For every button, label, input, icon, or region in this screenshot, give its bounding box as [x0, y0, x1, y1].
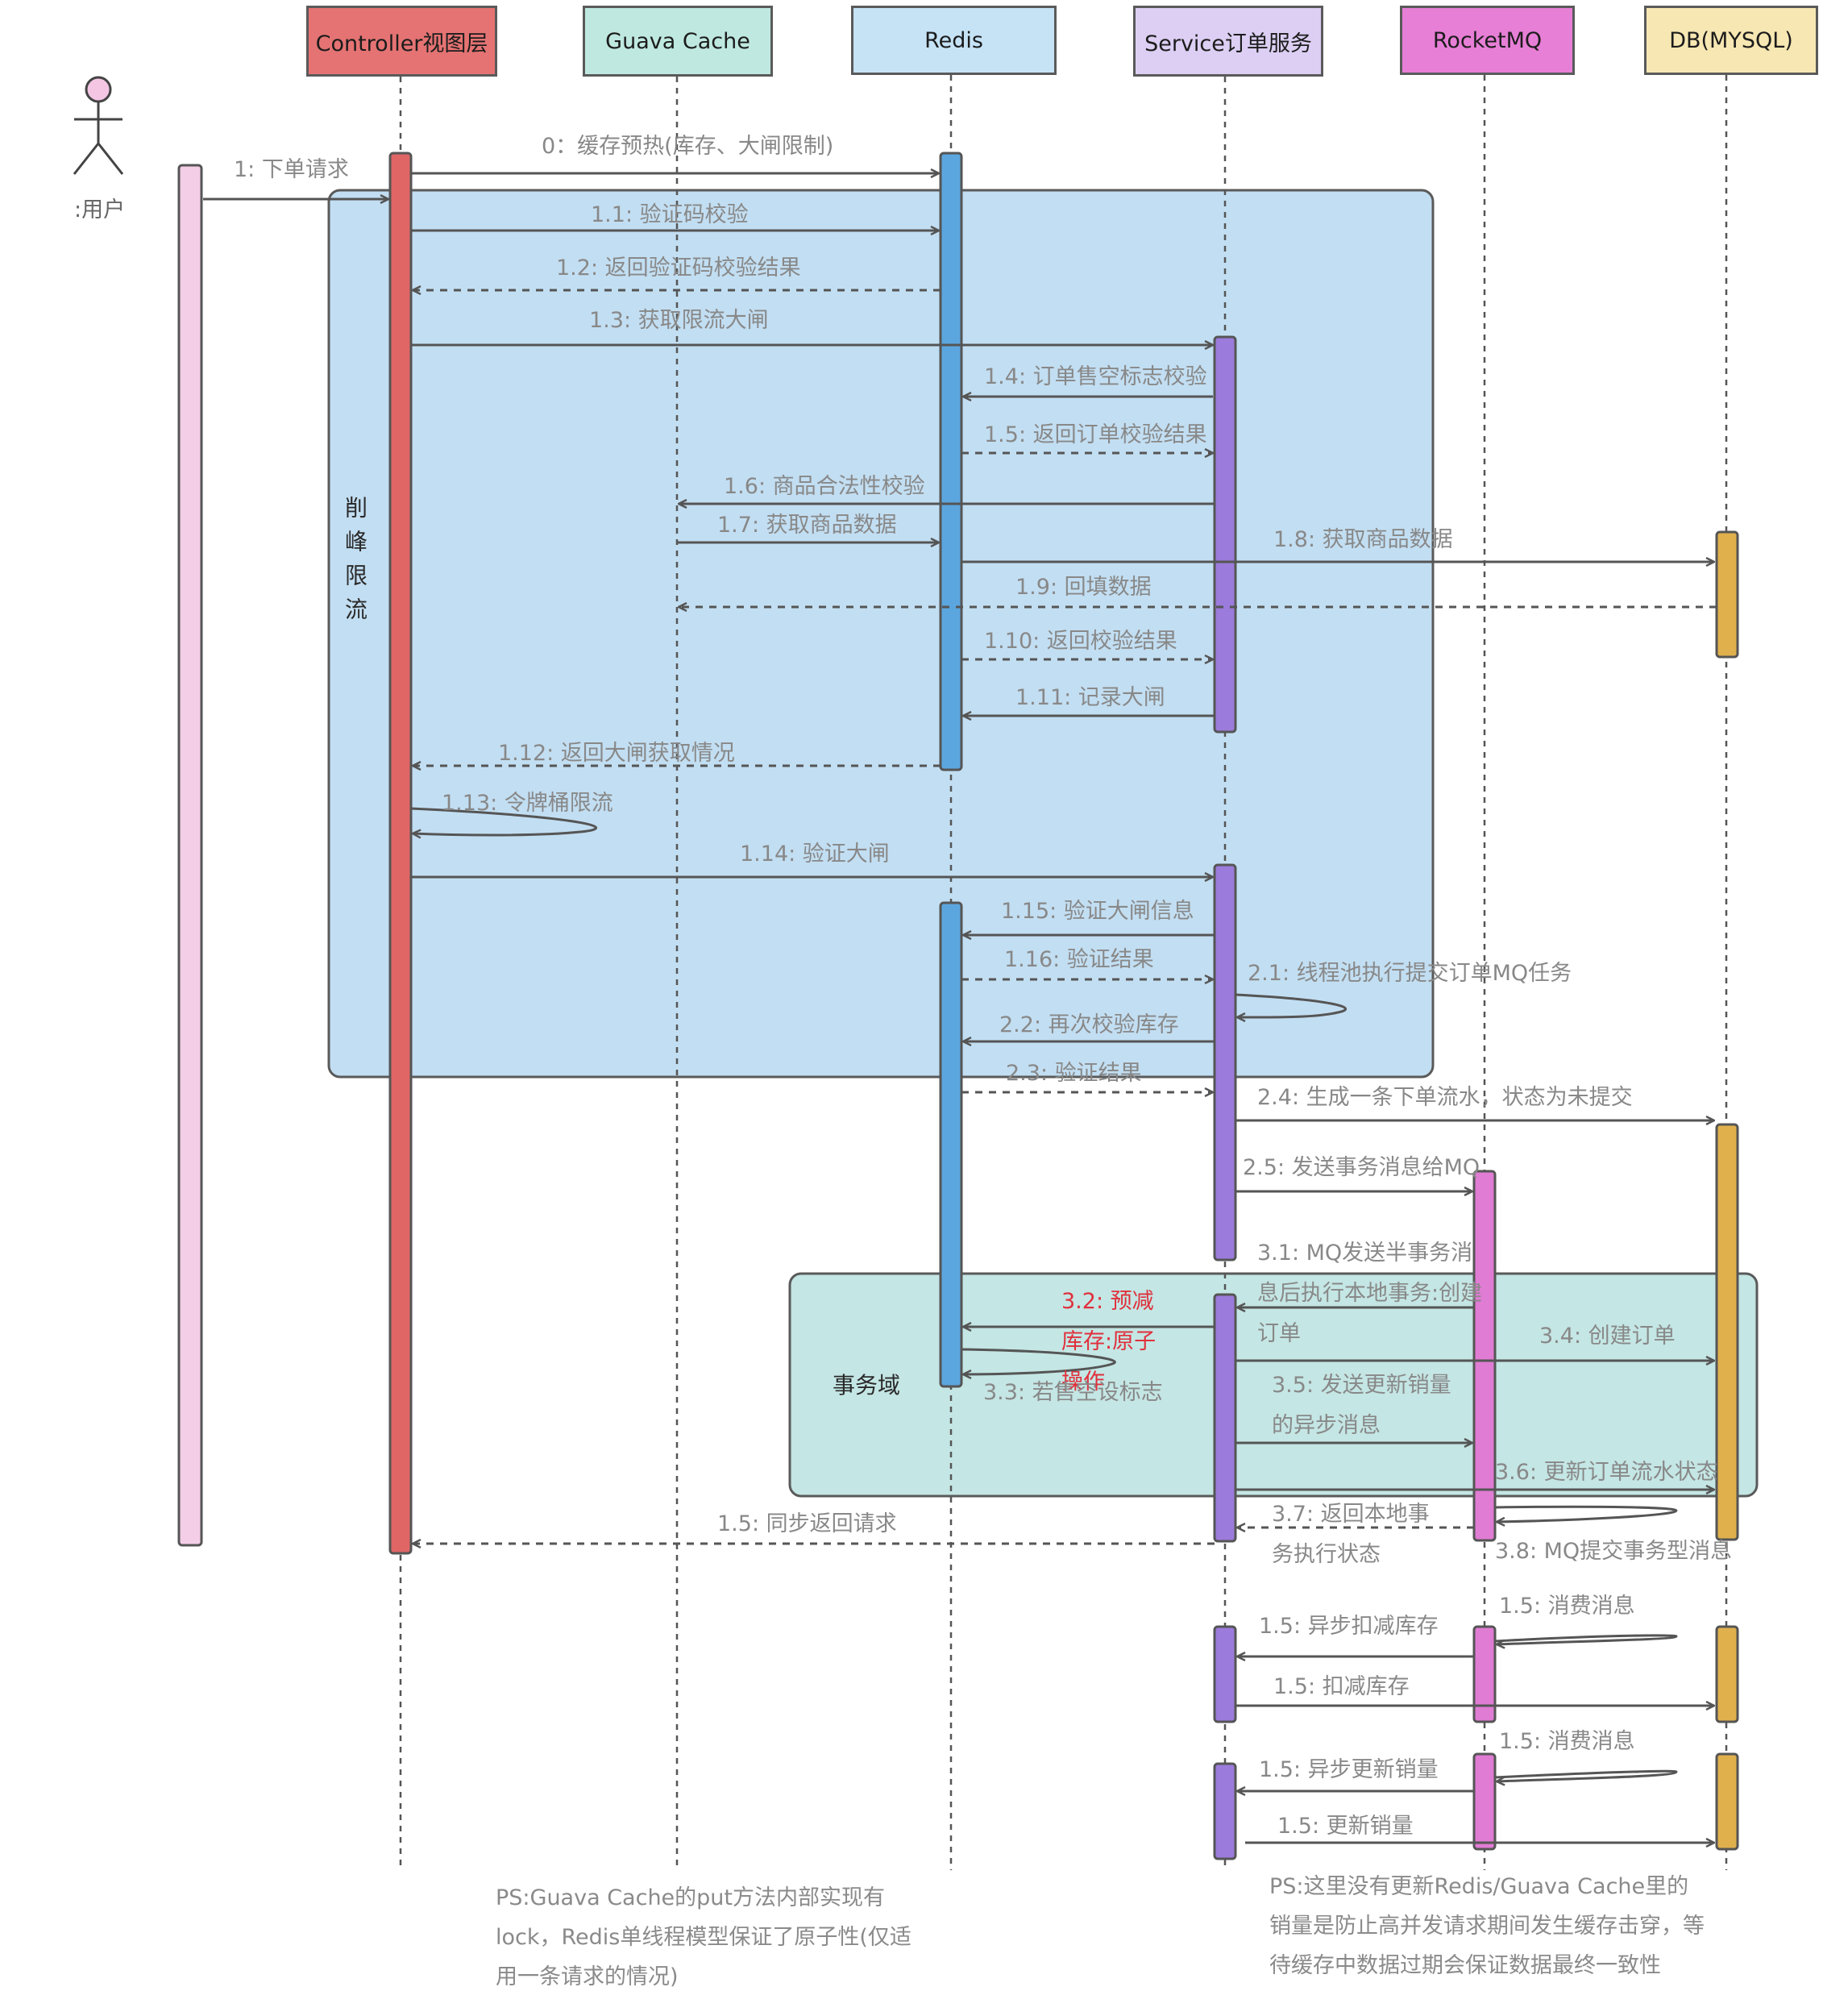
msg-1-13: 1.13: 令牌桶限流: [442, 791, 613, 816]
actor-user-label: :用户: [74, 197, 126, 222]
msg-consume-2: 1.5: 消费消息: [1499, 1729, 1635, 1754]
msg-3-8: 3.8: MQ提交事务型消息: [1495, 1539, 1733, 1564]
peak-limit-region-label: 削峰限流: [342, 496, 368, 631]
redis-activation-1: [939, 152, 963, 771]
msg-3-4: 3.4: 创建订单: [1539, 1324, 1676, 1349]
participant-service: Service订单服务: [1133, 6, 1323, 77]
msg-deduct-stock: 1.5: 扣减库存: [1273, 1674, 1410, 1699]
controller-activation: [388, 152, 413, 1555]
db-activation-2: [1715, 1123, 1739, 1541]
transaction-region-label: 事务域: [833, 1372, 901, 1399]
msg-1-8: 1.8: 获取商品数据: [1273, 527, 1453, 552]
msg-1-4: 1.4: 订单售空标志校验: [984, 364, 1207, 389]
msg-1: 1: 下单请求: [234, 157, 349, 182]
participant-controller-label: Controller视图层: [315, 31, 488, 56]
participant-redis-label: Redis: [924, 27, 983, 53]
participant-redis: Redis: [851, 6, 1057, 75]
msg-1-14: 1.14: 验证大闸: [740, 842, 890, 867]
db-activation-1: [1715, 530, 1739, 659]
db-activation-3: [1715, 1625, 1739, 1723]
msg-1-6: 1.6: 商品合法性校验: [724, 474, 925, 499]
user-actor-icon: [73, 76, 124, 175]
peak-limit-region: [327, 189, 1435, 1079]
msg-2-2: 2.2: 再次校验库存: [999, 1012, 1179, 1037]
participant-db-label: DB(MYSQL): [1669, 27, 1793, 53]
msg-1-16: 1.16: 验证结果: [1004, 947, 1154, 972]
msg-async-update-sales: 1.5: 异步更新销量: [1259, 1757, 1439, 1782]
msg-3-2: 3.2: 预减库存:原子操作: [1061, 1289, 1157, 1395]
msg-1-5: 1.5: 返回订单校验结果: [984, 422, 1207, 447]
db-activation-4: [1715, 1752, 1739, 1851]
msg-2-1: 2.1: 线程池执行提交订单MQ任务: [1248, 961, 1572, 986]
msg-1-1: 1.1: 验证码校验: [591, 202, 749, 227]
arrow-c4: [1494, 1769, 1678, 1781]
arrow-m38: [1494, 1505, 1678, 1522]
msg-3-7: 3.7: 返回本地事务执行状态: [1272, 1502, 1430, 1567]
participant-service-label: Service订单服务: [1144, 31, 1312, 56]
msg-3-6: 3.6: 更新订单流水状态: [1495, 1460, 1718, 1485]
msg-1-9: 1.9: 回填数据: [1015, 575, 1152, 600]
service-activation-2: [1213, 863, 1237, 1262]
rocketmq-activation-3: [1472, 1752, 1497, 1851]
service-activation-3: [1213, 1293, 1237, 1543]
service-activation-1: [1213, 335, 1237, 734]
arrow-m33: [961, 1348, 1116, 1374]
participant-db: DB(MYSQL): [1644, 6, 1818, 75]
msg-1-5-sync: 1.5: 同步返回请求: [717, 1511, 897, 1536]
msg-1-7: 1.7: 获取商品数据: [717, 513, 897, 538]
msg-async-deduct-stock: 1.5: 异步扣减库存: [1259, 1614, 1439, 1639]
arrow-c1: [1494, 1634, 1678, 1644]
msg-3-5: 3.5: 发送更新销量的异步消息: [1272, 1373, 1451, 1438]
msg-2-3: 2.3: 验证结果: [1006, 1061, 1142, 1086]
participant-guava-cache: Guava Cache: [583, 6, 773, 77]
rocketmq-activation-1: [1472, 1170, 1497, 1542]
msg-1-11: 1.11: 记录大闸: [1015, 685, 1165, 710]
msg-2-5: 2.5: 发送事务消息给MQ: [1243, 1155, 1480, 1180]
participant-rocketmq: RocketMQ: [1400, 6, 1575, 75]
msg-1-2: 1.2: 返回验证码校验结果: [556, 256, 801, 281]
arrow-m21: [1235, 993, 1348, 1017]
msg-2-4: 2.4: 生成一条下单流水，状态为未提交: [1257, 1085, 1633, 1110]
participant-controller: Controller视图层: [306, 6, 497, 77]
cache-consistency-note: PS:这里没有更新Redis/Guava Cache里的销量是防止高并发请求期间…: [1269, 1874, 1705, 1978]
service-activation-4: [1213, 1625, 1237, 1723]
msg-consume-1: 1.5: 消费消息: [1499, 1594, 1635, 1619]
redis-activation-2: [939, 901, 963, 1388]
msg-update-sales: 1.5: 更新销量: [1277, 1814, 1414, 1839]
msg-1-12: 1.12: 返回大闸获取情况: [498, 741, 735, 766]
msg-0: 0：缓存预热(库存、大闸限制): [542, 134, 834, 159]
user-activation: [177, 164, 203, 1547]
rocketmq-activation-2: [1472, 1625, 1497, 1723]
service-activation-5: [1213, 1762, 1237, 1860]
guava-cache-note: PS:Guava Cache的put方法内部实现有lock，Redis单线程模型…: [496, 1885, 912, 1989]
msg-3-3: 3.3: 若售空设标志: [983, 1380, 1163, 1405]
msg-3-1: 3.1: MQ发送半事务消息后执行本地事务:创建订单: [1257, 1241, 1483, 1346]
msg-1-10: 1.10: 返回校验结果: [984, 629, 1177, 654]
msg-1-15: 1.15: 验证大闸信息: [1001, 899, 1194, 924]
participant-rocketmq-label: RocketMQ: [1432, 27, 1543, 53]
msg-1-3: 1.3: 获取限流大闸: [589, 308, 769, 333]
transaction-region: [788, 1272, 1759, 1498]
participant-guava-label: Guava Cache: [605, 28, 750, 54]
arrow-m113: [410, 807, 598, 835]
